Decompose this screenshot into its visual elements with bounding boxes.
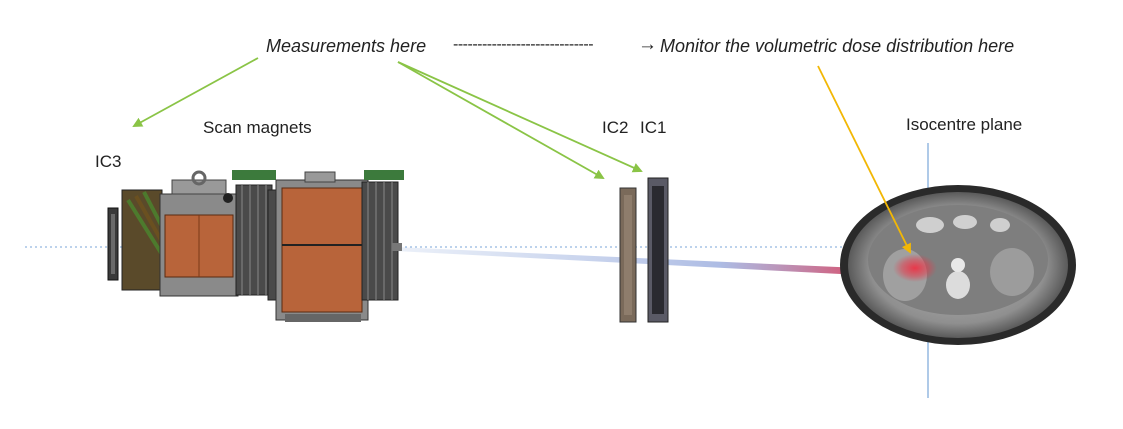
ic1-label: IC1 (640, 118, 667, 137)
ic2-label: IC2 (602, 118, 629, 137)
isocentre-plane-label: Isocentre plane (906, 115, 1023, 134)
arrow-to-dose (817, 65, 911, 254)
ic2-detector (619, 187, 637, 323)
scan-magnet-1 (121, 170, 276, 297)
arrow-to-ic2 (397, 61, 605, 179)
ic3-label: IC3 (95, 152, 122, 171)
ct-cross-section (840, 185, 1076, 345)
arrow-to-ic3 (132, 57, 259, 127)
scan-magnets-label: Scan magnets (203, 118, 312, 137)
scan-magnet-2 (267, 170, 404, 322)
ic1-detector (647, 177, 669, 323)
right-arrow-glyph: → (638, 34, 657, 55)
ic3-detector (107, 207, 119, 281)
measurements-annotation: Measurements here (266, 36, 427, 56)
dashed-connector: ----------------------------- (453, 36, 594, 53)
dose-distribution (893, 254, 937, 282)
monitor-annotation: Monitor the volumetric dose distribution… (660, 36, 1015, 56)
arrow-to-ic1 (397, 61, 643, 173)
